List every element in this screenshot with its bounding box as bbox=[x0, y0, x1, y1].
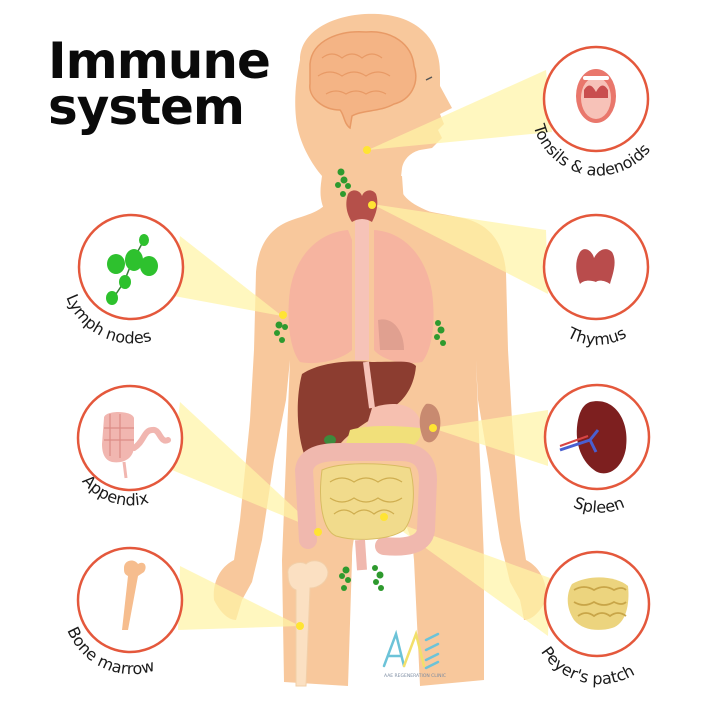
page-title: Immune system bbox=[48, 32, 271, 136]
appendix-icon bbox=[102, 412, 171, 479]
callout-circles bbox=[76, 45, 651, 658]
logo-mark bbox=[382, 629, 440, 670]
callout-peyers-patch[interactable] bbox=[543, 550, 651, 658]
armpit-right-lymph-nodes bbox=[434, 320, 446, 346]
clinic-logo: AAE REGENERATION CLINIC bbox=[382, 629, 446, 679]
intestine-icon bbox=[567, 577, 629, 630]
groin-left-lymph-nodes bbox=[339, 566, 351, 591]
liver bbox=[297, 361, 416, 457]
marker-bone bbox=[296, 622, 304, 630]
lung-left bbox=[288, 230, 352, 364]
callout-tonsils[interactable] bbox=[542, 45, 650, 153]
thymus-icon bbox=[576, 249, 615, 284]
spleen-body bbox=[419, 403, 441, 443]
marker-appendix bbox=[314, 528, 322, 536]
beam-lymph bbox=[174, 236, 282, 316]
neck-lymph-nodes bbox=[335, 168, 351, 197]
callout-lymph-nodes[interactable] bbox=[77, 213, 185, 321]
lymph-node-icon bbox=[106, 234, 158, 305]
bone-icon bbox=[122, 560, 146, 630]
beam-spleen bbox=[432, 410, 548, 466]
label-thymus: Thymus bbox=[564, 323, 629, 349]
logo-subtitle: AAE REGENERATION CLINIC bbox=[384, 673, 446, 679]
callout-spleen[interactable] bbox=[543, 383, 651, 491]
trachea bbox=[355, 210, 369, 360]
body-lymph-nodes bbox=[274, 168, 446, 591]
beam-thymus bbox=[372, 204, 548, 294]
callout-bone-marrow[interactable] bbox=[76, 546, 184, 654]
groin-right-lymph-nodes bbox=[372, 565, 384, 591]
location-markers bbox=[279, 146, 437, 630]
callout-thymus[interactable] bbox=[542, 213, 650, 321]
internal-organs bbox=[287, 31, 441, 687]
marker-tonsils bbox=[363, 146, 371, 154]
brain bbox=[309, 31, 417, 130]
marker-lymph bbox=[279, 311, 287, 319]
label-spleen: Spleen bbox=[571, 493, 627, 517]
colon bbox=[294, 443, 438, 556]
beam-bone bbox=[178, 566, 300, 630]
thyroid bbox=[346, 190, 378, 222]
spleen-icon bbox=[559, 401, 627, 474]
open-mouth-icon bbox=[576, 69, 616, 123]
callout-appendix[interactable] bbox=[76, 384, 184, 492]
armpit-left-lymph-nodes bbox=[274, 321, 288, 343]
title-line-1: Immune bbox=[48, 32, 271, 90]
marker-spleen bbox=[429, 424, 437, 432]
femur bbox=[287, 560, 329, 687]
beam-tonsils bbox=[368, 70, 552, 150]
marker-peyers bbox=[380, 513, 388, 521]
gallbladder bbox=[324, 435, 336, 445]
beam-appendix bbox=[172, 402, 318, 530]
marker-thymus bbox=[368, 201, 376, 209]
title-line-2: system bbox=[48, 78, 245, 136]
